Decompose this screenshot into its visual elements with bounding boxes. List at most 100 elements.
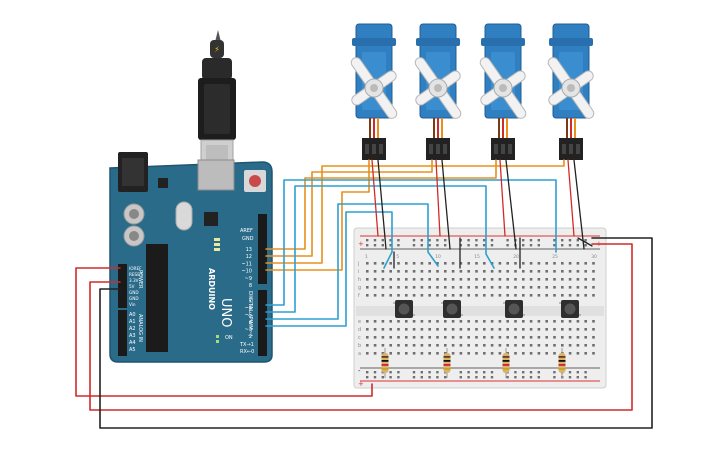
- svg-text:⚡: ⚡: [214, 45, 220, 54]
- digital-header-lower: [258, 290, 267, 356]
- servo-motor[interactable]: [332, 23, 416, 160]
- tx-label: TX→1: [239, 342, 254, 348]
- pushbuttons: [393, 300, 581, 318]
- pushbutton[interactable]: [503, 300, 525, 318]
- row-letter: a: [358, 351, 361, 357]
- rail-minus-bottom-left: -: [358, 367, 361, 375]
- analog-section-label: ANALOG IN: [137, 314, 143, 342]
- power-pin-label: Vin: [129, 302, 136, 307]
- digital-pin-label: ~5: [245, 313, 252, 319]
- column-number: 30: [591, 254, 597, 260]
- row-letter: h: [358, 277, 361, 283]
- wire-servo2-red: [435, 159, 441, 237]
- wire-orange-pin12[interactable]: [265, 159, 433, 257]
- wire-servo2-black: [441, 159, 451, 250]
- power-pin-label: GND: [129, 290, 139, 295]
- digital-pin-label: 12: [246, 254, 252, 260]
- column-number: 1: [365, 254, 368, 260]
- power-pin-label: RESET: [129, 272, 143, 277]
- usb-chip: [204, 212, 218, 226]
- digital-pin-label: 2: [249, 334, 252, 340]
- column-number: 25: [552, 254, 558, 260]
- rx-label: RX←0: [240, 349, 254, 355]
- row-letter: g: [358, 285, 361, 291]
- digital-pin-label: ~11: [241, 261, 252, 267]
- servo-motor[interactable]: [396, 23, 480, 160]
- row-letter: f: [358, 293, 360, 299]
- row-letter: e: [358, 319, 361, 325]
- wire-blue-pin4[interactable]: [265, 185, 495, 313]
- gnd-label: GND: [242, 236, 254, 242]
- microcontroller-chip: [146, 244, 168, 352]
- row-letter: d: [358, 327, 361, 333]
- power-pin-label: 5V: [129, 284, 135, 289]
- crystal-oscillator: [175, 201, 193, 231]
- digital-pin-label: 13: [246, 247, 252, 253]
- pushbutton[interactable]: [559, 300, 581, 318]
- power-pin-label: GND: [129, 296, 139, 301]
- power-pin-label: IOREF: [129, 266, 142, 271]
- wire-orange-pin10[interactable]: [265, 159, 370, 271]
- servo-motor[interactable]: [529, 23, 613, 160]
- pushbutton[interactable]: [393, 300, 415, 318]
- column-number: 5: [396, 254, 399, 260]
- wire-black-gnd[interactable]: [99, 237, 653, 429]
- resistor[interactable]: [558, 348, 566, 378]
- center-channel: [356, 306, 604, 316]
- analog-pin-label: A0: [129, 312, 136, 318]
- wire-servo1-red: [371, 159, 379, 237]
- digital-section-label: DIGITAL (PWM~): [247, 291, 253, 337]
- wire-servo3-red: [499, 159, 506, 237]
- arduino-uno-board[interactable]: ARDUINO UNO DIGITAL (PWM~) POWER ANALOG …: [109, 152, 273, 363]
- column-number: 10: [435, 254, 441, 260]
- servo-motors: [332, 23, 613, 160]
- row-letter: i: [358, 269, 359, 275]
- wire-servo4-red: [567, 159, 575, 237]
- wire-orange-pin11[interactable]: [265, 159, 565, 264]
- analog-pin-label: A3: [129, 333, 136, 339]
- wire-servo4-black: [573, 159, 585, 250]
- power-pin-label: 3.3V: [129, 278, 139, 283]
- resistor[interactable]: [443, 348, 451, 378]
- wire-blue-pin2[interactable]: [265, 211, 393, 327]
- digital-pin-label: ~10: [241, 269, 252, 275]
- digital-pin-label: ~6: [245, 305, 252, 311]
- digital-header-upper: [258, 214, 267, 284]
- digital-pin-label: 8: [249, 283, 252, 289]
- wire-servo3-black: [505, 159, 517, 250]
- wire-orange-pin13[interactable]: [265, 159, 497, 250]
- usb-socket: [197, 159, 235, 191]
- arduino-brand-label: ARDUINO: [207, 268, 216, 310]
- rail-plus-top-left: +: [358, 240, 364, 248]
- column-number: 15: [474, 254, 480, 260]
- wire-red-5v-rail[interactable]: [75, 267, 373, 397]
- arduino-model-label: UNO: [218, 298, 233, 327]
- pushbutton[interactable]: [441, 300, 463, 318]
- resistor[interactable]: [381, 348, 389, 378]
- row-letter: c: [358, 335, 361, 341]
- wire-blue-pin3[interactable]: [265, 203, 439, 320]
- wire-blue-pin5[interactable]: [265, 179, 557, 306]
- wire-red-5v[interactable]: [89, 243, 633, 411]
- breadboard-holes: [366, 239, 595, 379]
- wire-servo1-black: [377, 159, 387, 250]
- digital-pin-label: ~3: [245, 327, 252, 333]
- power-section-label: POWER: [137, 270, 143, 289]
- row-letter: b: [358, 343, 361, 349]
- power-header: [118, 264, 127, 308]
- analog-pin-label: A4: [129, 340, 136, 346]
- servo-motor[interactable]: [461, 23, 545, 160]
- analog-pin-label: A2: [129, 326, 136, 332]
- resistor[interactable]: [502, 348, 510, 378]
- on-led-label: ON: [225, 335, 233, 341]
- aref-label: AREF: [240, 228, 253, 234]
- digital-pin-label: 4: [249, 320, 252, 326]
- resistors: [381, 348, 566, 378]
- analog-pin-label: A5: [129, 347, 136, 353]
